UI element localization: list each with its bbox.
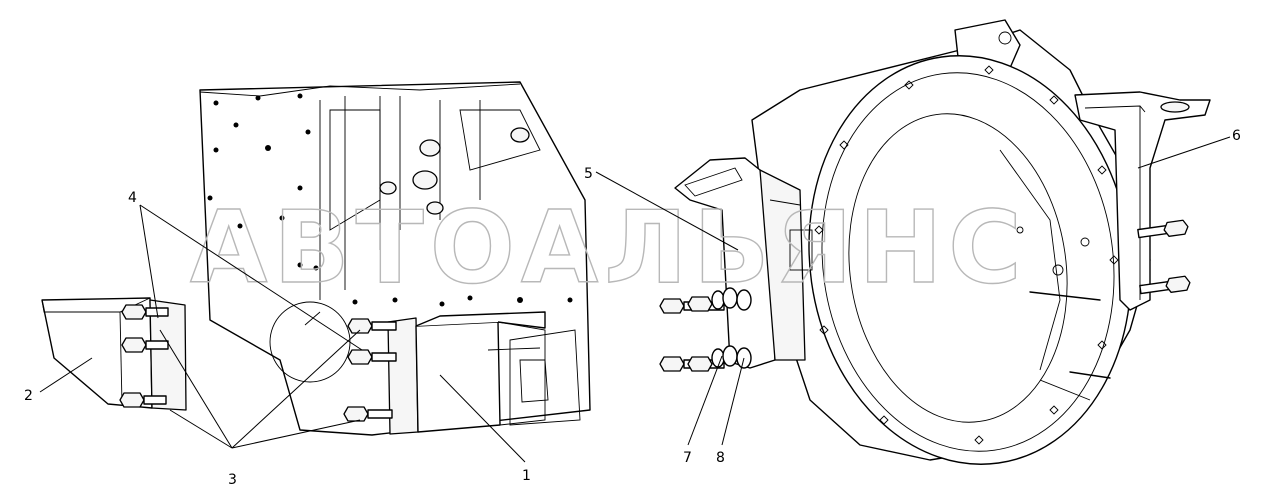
watermark: АВТОАЛЬЯНС <box>190 189 1028 306</box>
callout-labels: 1 2 3 4 5 6 7 8 <box>24 128 1241 488</box>
callout-5: 5 <box>584 166 593 182</box>
leader-lines <box>39 136 1231 463</box>
callout-6: 6 <box>1232 128 1241 144</box>
housing-holes <box>814 65 1119 445</box>
callout-2: 2 <box>24 388 33 404</box>
callout-1: 1 <box>522 468 531 484</box>
bracket-6 <box>1074 91 1211 311</box>
callout-4: 4 <box>128 190 137 206</box>
flywheel-housing <box>751 19 1151 465</box>
callout-3: 3 <box>228 472 237 488</box>
bracket-5 <box>674 157 813 369</box>
washers-8 <box>711 287 752 369</box>
bracket-2 <box>41 297 187 411</box>
bracket-1-bolts <box>343 318 397 422</box>
block-holes <box>207 93 573 307</box>
bracket-6-bolts <box>1137 219 1191 295</box>
bracket-1 <box>387 311 546 435</box>
callout-8: 8 <box>716 450 725 466</box>
bolts-7 <box>659 296 725 372</box>
callout-7: 7 <box>683 450 692 466</box>
